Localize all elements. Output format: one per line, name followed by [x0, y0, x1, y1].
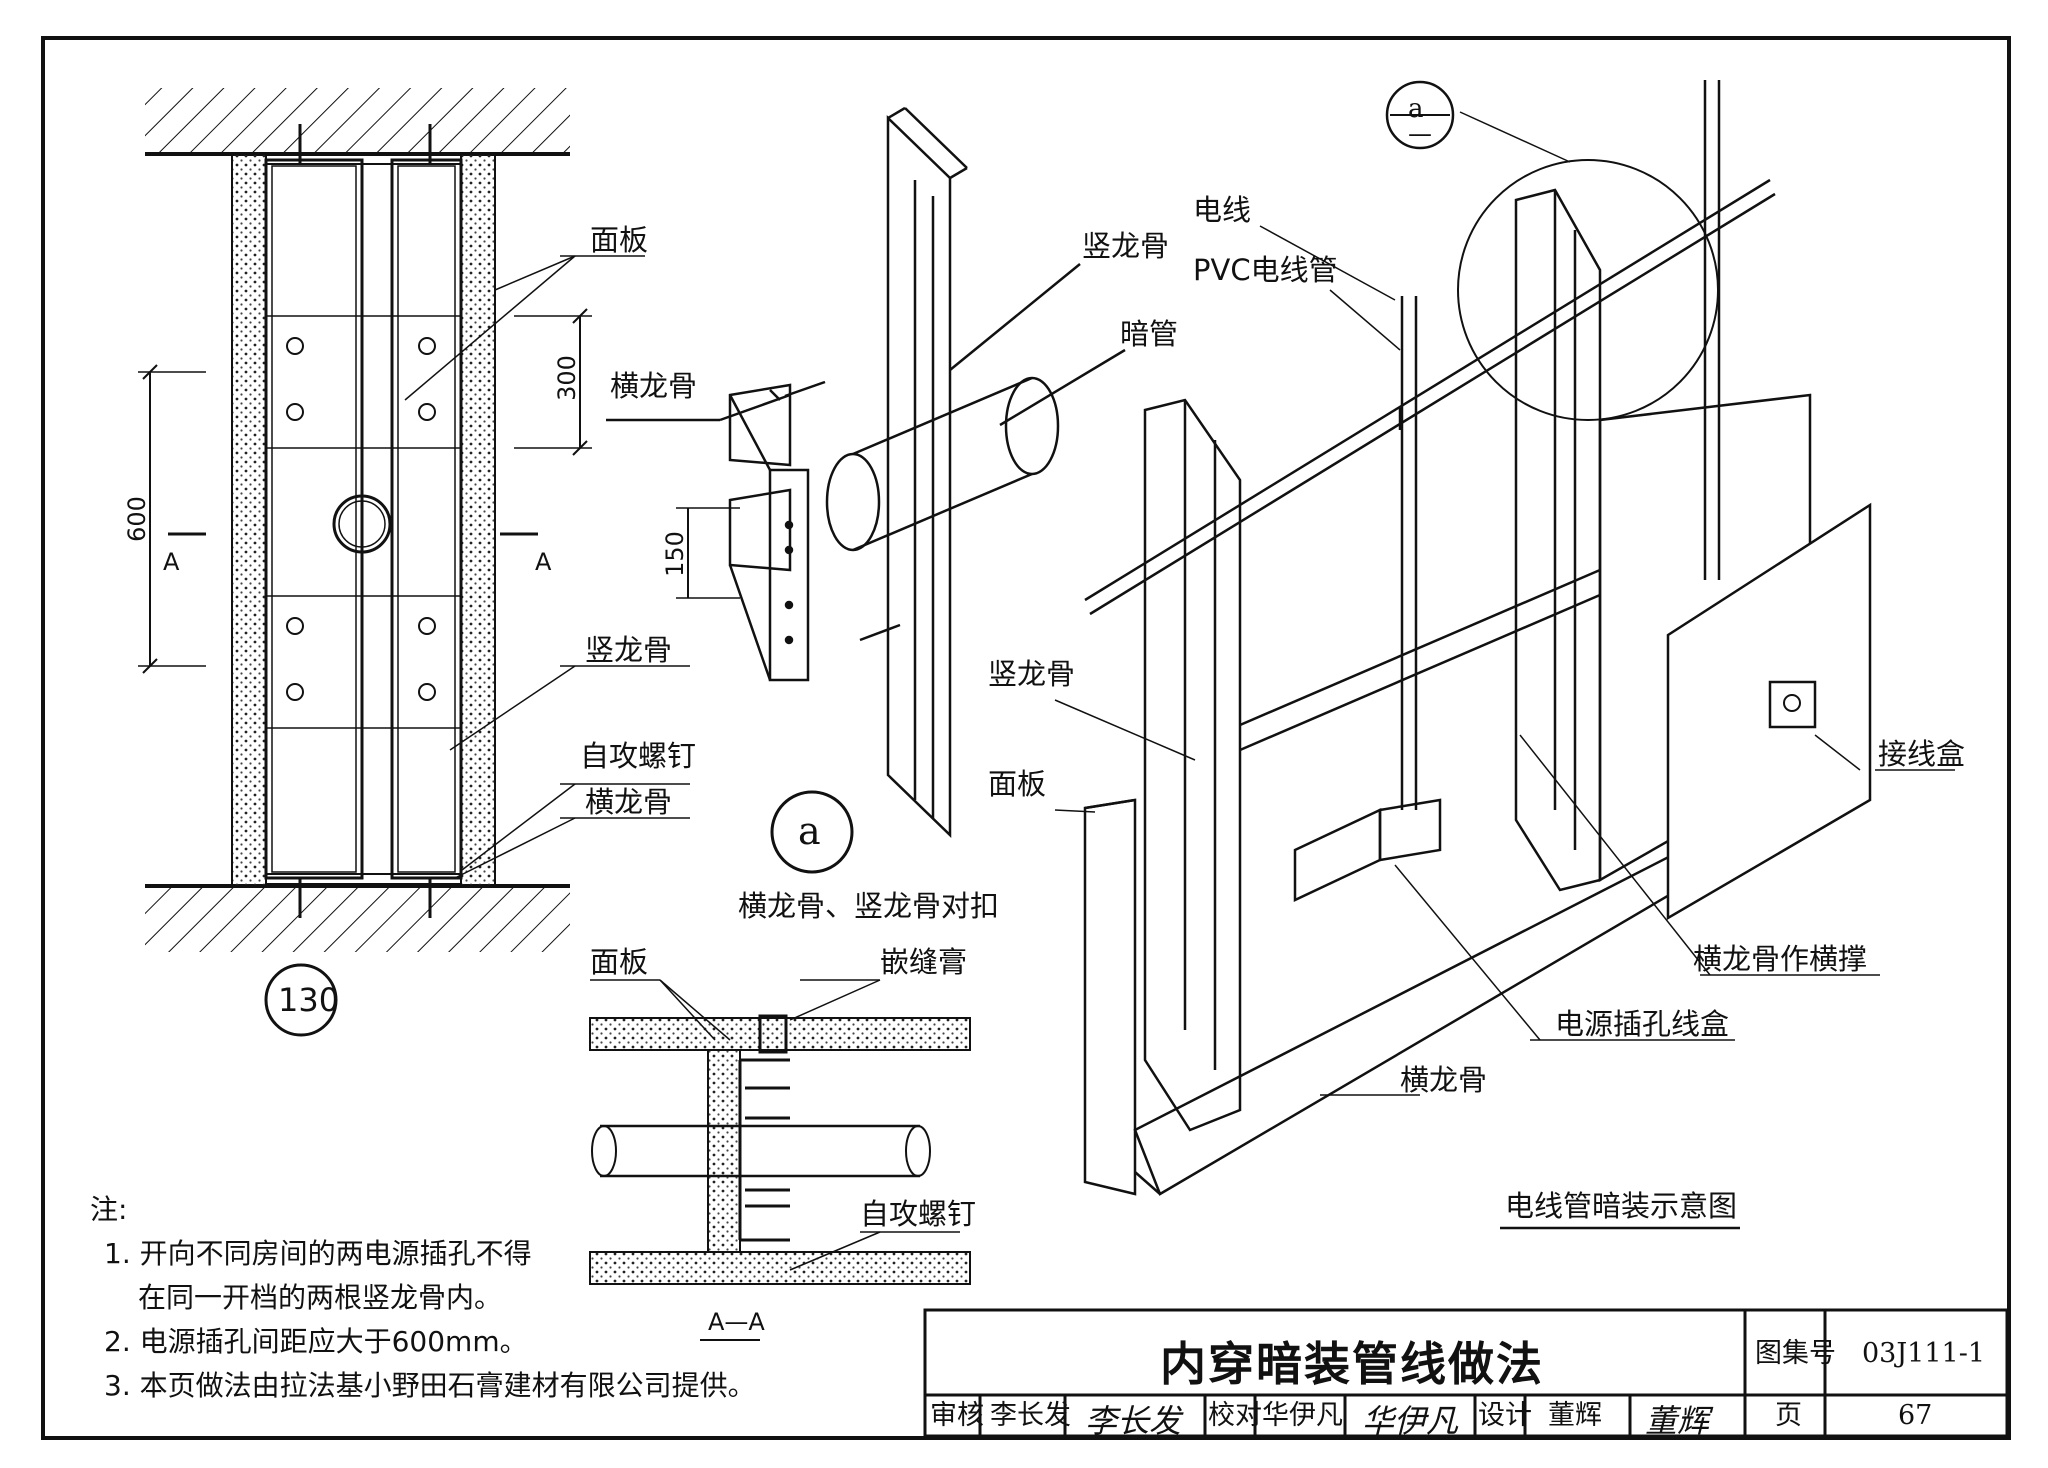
- reviewer-signature: 李长发: [1085, 1402, 1182, 1440]
- brace-label: 横龙骨作横撑: [1693, 942, 1868, 976]
- iso-track-label: 横龙骨: [1400, 1063, 1488, 1097]
- detail-number: 130: [278, 981, 340, 1019]
- callout-a-bottom: —: [1408, 120, 1432, 148]
- note-3: 3. 本页做法由拉法基小野田石膏建材有限公司提供。: [104, 1369, 756, 1402]
- section-screw-label: 自攻螺钉: [860, 1197, 977, 1231]
- detail-a-caption: 横龙骨、竖龙骨对扣: [738, 889, 1000, 923]
- note-2: 2. 电源插孔间距应大于600mm。: [104, 1325, 528, 1358]
- sheet-border: [41, 36, 2011, 1440]
- section-title: A—A: [708, 1308, 765, 1336]
- page-label: 页: [1775, 1400, 1802, 1431]
- atlas-number: 03J111-1: [1862, 1338, 1986, 1369]
- design-label: 设计: [1478, 1400, 1532, 1431]
- iso-stud-label: 竖龙骨: [988, 657, 1076, 691]
- page-number: 67: [1898, 1400, 1933, 1431]
- iso-panel-label: 面板: [988, 767, 1047, 801]
- isometric-drawing: [1054, 80, 1955, 1230]
- section-mark-right: A: [535, 548, 552, 576]
- note-1-continued: 在同一开档的两根竖龙骨内。: [138, 1281, 503, 1314]
- notes-block: 注: 1. 开向不同房间的两电源插孔不得 在同一开档的两根竖龙骨内。 2. 电源…: [90, 1188, 756, 1408]
- conduit-label: 暗管: [1120, 317, 1179, 351]
- detail-stud-label: 竖龙骨: [1082, 229, 1170, 263]
- junction-box-label: 接线盒: [1878, 737, 1966, 771]
- checker-signature: 华伊凡: [1362, 1402, 1459, 1440]
- joint-compound-label: 嵌缝膏: [880, 945, 968, 979]
- note-1: 1. 开向不同房间的两电源插孔不得: [104, 1237, 532, 1270]
- wire-label: 电线: [1193, 193, 1252, 227]
- screw-label: 自攻螺钉: [580, 739, 697, 773]
- title-block-frame: [923, 1308, 2009, 1438]
- iso-caption: 电线管暗装示意图: [1505, 1189, 1738, 1223]
- notes-heading: 注:: [90, 1193, 128, 1226]
- elevation-drawing: [138, 88, 690, 1037]
- socket-box-label: 电源插孔线盒: [1555, 1007, 1730, 1041]
- dimension-300: 300: [552, 355, 581, 401]
- reviewer-name: 李长发: [990, 1400, 1071, 1431]
- detail-track-label: 横龙骨: [610, 369, 698, 403]
- panel-label: 面板: [590, 223, 649, 257]
- detail-a-marker: a: [798, 809, 821, 853]
- detail-a-drawing: [606, 106, 1126, 874]
- callout-a-top: a: [1408, 94, 1424, 124]
- atlas-label: 图集号: [1755, 1338, 1836, 1369]
- dimension-150: 150: [660, 531, 689, 577]
- check-label: 校对: [1208, 1400, 1262, 1431]
- review-label: 审核: [930, 1400, 984, 1431]
- checker-name: 华伊凡: [1262, 1400, 1343, 1431]
- section-aa-drawing: [589, 979, 971, 1341]
- section-panel-label: 面板: [590, 945, 649, 979]
- section-mark-left: A: [163, 548, 180, 576]
- pvc-conduit-label: PVC电线管: [1193, 253, 1338, 287]
- designer-name: 董辉: [1548, 1400, 1602, 1431]
- dimension-600: 600: [122, 496, 151, 542]
- track-label: 横龙骨: [585, 785, 673, 819]
- stud-label: 竖龙骨: [585, 633, 673, 667]
- drawing-title: 内穿暗装管线做法: [1160, 1337, 1544, 1391]
- designer-signature: 董辉: [1645, 1402, 1710, 1440]
